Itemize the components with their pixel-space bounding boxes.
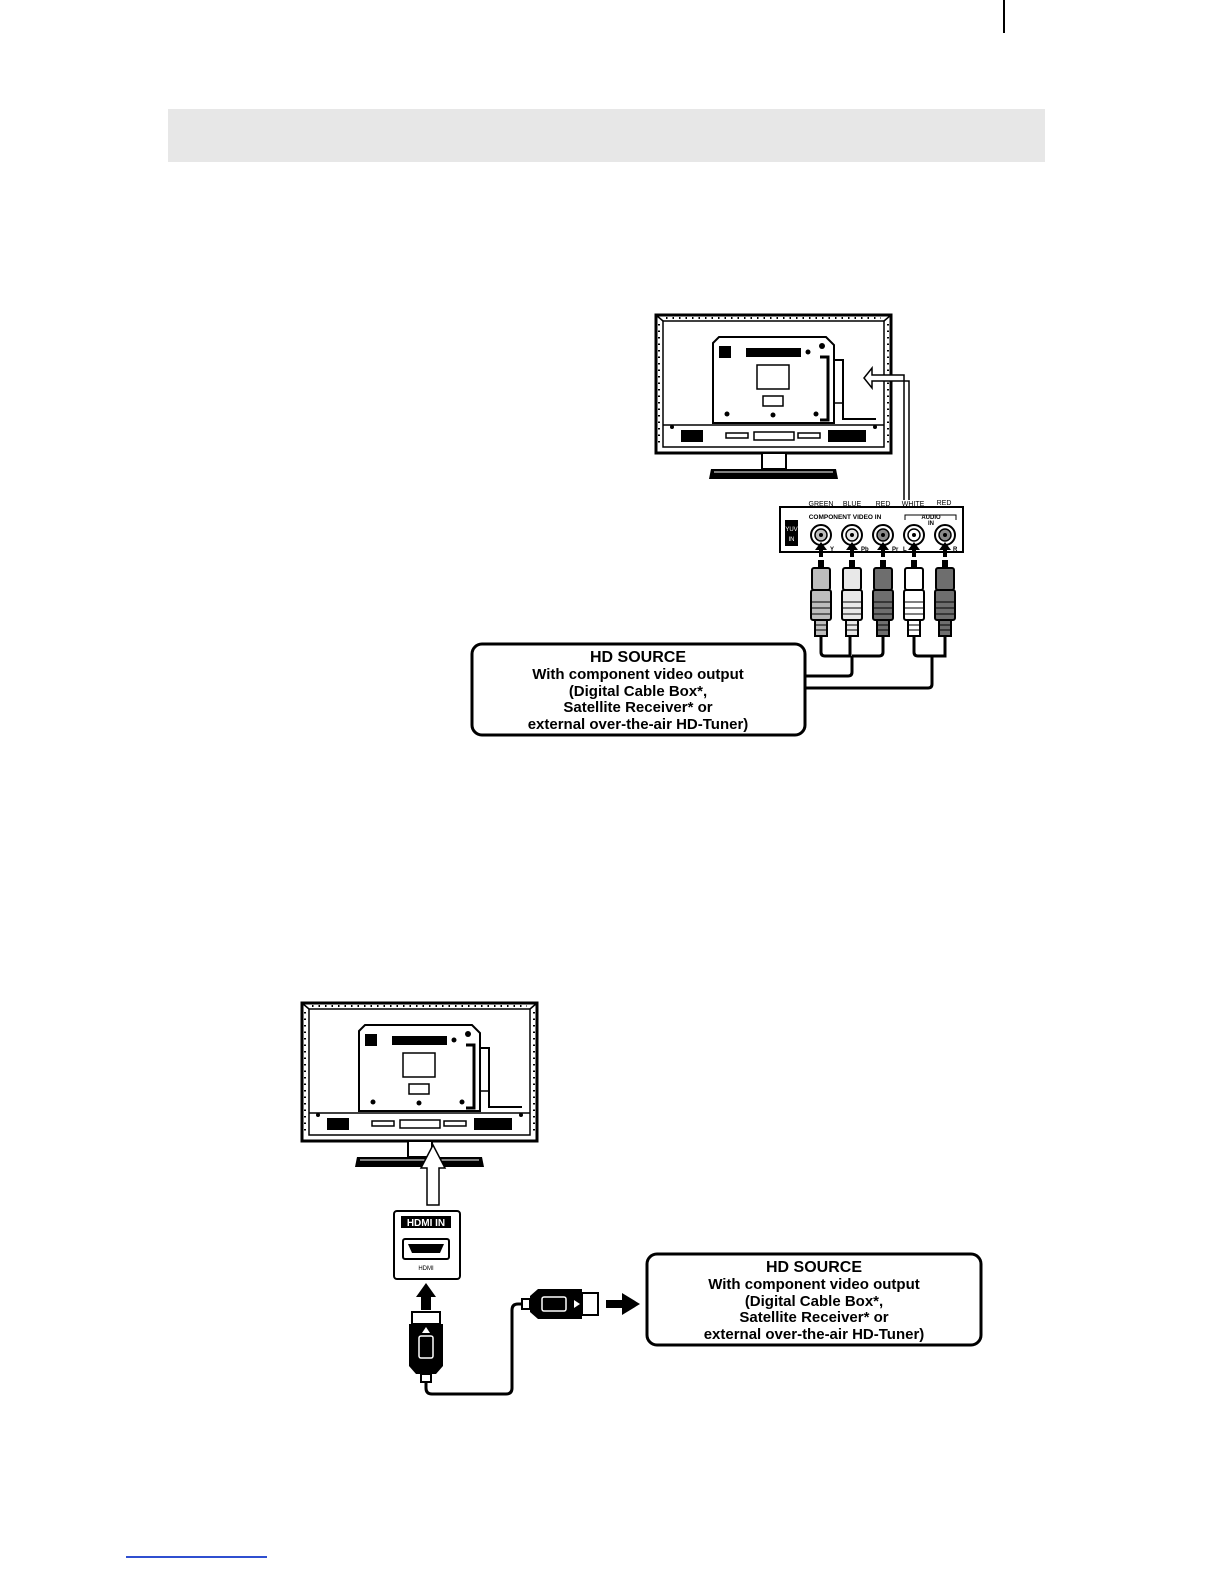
- hdmi-port-label: HDMI: [418, 1266, 434, 1272]
- rca-plug-white: [903, 559, 925, 637]
- component-pointer-arrow: [863, 365, 910, 500]
- hdmi-pointer-arrow: [419, 1143, 447, 1206]
- rca-plug-green: [810, 559, 832, 637]
- jack-letter-pr: Pr: [892, 547, 899, 553]
- insertion-arrows: [815, 542, 951, 557]
- audio-in-label-line1: AUDIO: [921, 515, 941, 521]
- jack-letter-l: L: [903, 547, 907, 553]
- color-label-white: WHITE: [902, 501, 925, 508]
- jack-letter-y: Y: [830, 547, 834, 553]
- tv-rear-view-icon: [654, 313, 893, 481]
- hdmi-cable: [424, 1302, 530, 1396]
- panel-side-tag-line1: YUV: [785, 527, 797, 533]
- color-label-red-video: RED: [876, 501, 891, 508]
- hdmi-source-line-5: external over-the-air HD-Tuner): [704, 1326, 925, 1343]
- hdmi-source-line-3: (Digital Cable Box*,: [745, 1293, 883, 1310]
- component-cables: [806, 636, 947, 690]
- footnote-rule: [126, 1556, 267, 1558]
- hdmi-in-label: HDMI IN: [407, 1218, 445, 1229]
- top-margin-rule: [1003, 0, 1005, 33]
- jack-audio-l: [903, 524, 925, 546]
- hdmi-source-title: HD SOURCE: [766, 1259, 862, 1276]
- jack-y: [810, 524, 832, 546]
- hdmi-source-line-2: With component video output: [708, 1276, 920, 1293]
- rca-plug-red-audio: [934, 559, 956, 637]
- rca-plug-red-video: [872, 559, 894, 637]
- component-video-in-label: COMPONENT VIDEO IN: [809, 514, 882, 521]
- jack-letter-pb: Pb: [861, 547, 869, 553]
- hdmi-hd-source-box: HD SOURCE With component video output (D…: [645, 1252, 983, 1347]
- jack-pr: [872, 524, 894, 546]
- panel-side-tag-line2: IN: [789, 537, 795, 543]
- color-label-blue: BLUE: [843, 501, 862, 508]
- rca-plug-blue: [841, 559, 863, 637]
- hd-source-title: HD SOURCE: [590, 649, 686, 666]
- hdmi-insert-arrow: [416, 1283, 436, 1310]
- hd-source-line-2: With component video output: [532, 666, 744, 683]
- hdmi-port-box: HDMI IN HDMI: [393, 1210, 461, 1280]
- hdmi-output-arrow: [606, 1293, 640, 1315]
- tv-rear-view-icon-hdmi: [300, 1001, 539, 1169]
- section-header-band: [168, 109, 1045, 162]
- hdmi-diagram: HDMI IN HDMI HD: [300, 1001, 983, 1396]
- jack-letter-r: R: [953, 547, 958, 553]
- hd-source-line-4: Satellite Receiver* or: [563, 699, 712, 716]
- component-diagram: YUV IN GREEN BLUE RED WHITE RED COMPONEN…: [470, 313, 964, 737]
- audio-in-label-line2: IN: [928, 521, 934, 527]
- hd-source-line-5: external over-the-air HD-Tuner): [528, 716, 749, 733]
- hd-source-line-3: (Digital Cable Box*,: [569, 683, 707, 700]
- hdmi-source-line-4: Satellite Receiver* or: [739, 1309, 888, 1326]
- color-label-red-audio: RED: [937, 500, 952, 507]
- color-label-green: GREEN: [809, 501, 834, 508]
- hdmi-plug-source-side: [521, 1289, 599, 1319]
- component-input-panel: YUV IN GREEN BLUE RED WHITE RED COMPONEN…: [779, 500, 964, 553]
- component-hd-source-box: HD SOURCE With component video output (D…: [470, 642, 807, 737]
- jack-pb: [841, 524, 863, 546]
- hdmi-plug-tv-side: [409, 1311, 443, 1383]
